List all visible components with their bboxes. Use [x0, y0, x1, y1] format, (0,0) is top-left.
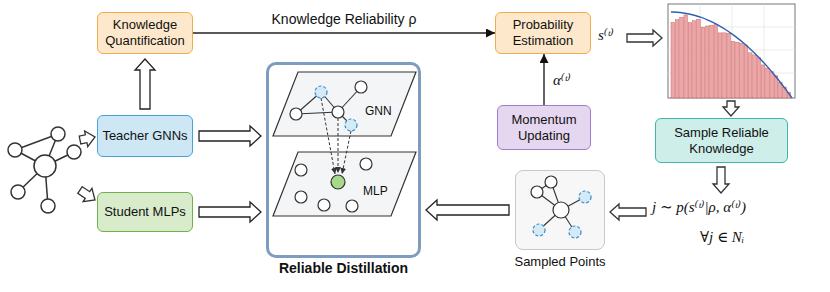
graph-node [345, 119, 357, 131]
fit-curve [671, 12, 792, 98]
hollow-arrow [199, 126, 261, 146]
hollow-arrow [723, 101, 739, 116]
histogram-bar [736, 42, 740, 98]
hollow-arrow [610, 204, 646, 220]
process-box: Knowledge Quantification [97, 12, 193, 54]
histogram-bar [680, 17, 684, 98]
box-label: Knowledge Quantification [102, 17, 188, 48]
histogram-bar [705, 26, 709, 98]
histogram-bar [744, 45, 748, 98]
histogram-chart [668, 4, 795, 98]
histogram-bar [675, 20, 679, 98]
histogram-bar [710, 25, 714, 98]
histogram-bar [761, 65, 765, 98]
mlp-node [360, 158, 372, 170]
graph-node [315, 86, 327, 98]
histogram-bar [701, 27, 705, 98]
mlp-node [318, 199, 330, 211]
histogram-bar [727, 33, 731, 98]
histogram-bar [714, 25, 718, 98]
histogram-bar [671, 22, 675, 98]
hollow-arrow [199, 202, 261, 222]
graph-node [8, 143, 22, 157]
model-box: Teacher GNNs [97, 115, 193, 157]
histogram-bar [684, 15, 688, 98]
model-box: Student MLPs [97, 192, 193, 232]
plane-label: MLP [363, 184, 388, 198]
plane-label: GNN [365, 104, 392, 118]
formula-text: ∀j ∈ Nᵢ [700, 228, 744, 246]
mlp-node [346, 200, 358, 212]
sampled-node [553, 202, 569, 218]
histogram-bar [753, 55, 757, 98]
hollow-arrow [627, 30, 662, 46]
distillation-panel: GNNMLPReliable Distillation [266, 62, 421, 258]
graph-node [332, 106, 344, 118]
box-label: Teacher GNNs [102, 128, 187, 144]
box-label: Probability Estimation [500, 17, 586, 48]
sampled-node [569, 226, 581, 238]
histogram-bar [748, 53, 752, 98]
histogram-bar [718, 33, 722, 98]
histogram-bar [731, 41, 735, 98]
hollow-arrow [713, 167, 729, 193]
hollow-arrow [135, 59, 155, 109]
graph-node [11, 185, 25, 199]
mlp-node [331, 175, 345, 189]
graph-node [41, 199, 55, 213]
arrow-connector [193, 32, 495, 33]
mlp-node [295, 164, 307, 176]
sampled-node [533, 224, 545, 236]
chart-grid [668, 4, 795, 98]
layer-plane [273, 72, 416, 136]
hollow-arrow [426, 200, 509, 220]
sampled-node [531, 186, 543, 198]
graph-node [355, 81, 367, 93]
mlp-node [295, 191, 307, 203]
box-label: Momentum Updating [502, 112, 586, 143]
histogram-bar [766, 68, 770, 98]
graph-node [34, 155, 56, 177]
hollow-arrow [78, 187, 95, 202]
box-label: Sample Reliable Knowledge [660, 125, 783, 156]
hollow-arrow [79, 131, 95, 147]
sampled-node [579, 191, 591, 203]
chart-frame [668, 4, 795, 98]
histogram-bar [723, 33, 727, 98]
arrow-connector [543, 54, 544, 105]
panel-illustration [515, 170, 605, 250]
box-label: Student MLPs [104, 204, 186, 220]
process-box: Momentum Updating [497, 105, 591, 150]
score-label: s⁽ᵗ⁾ [598, 26, 614, 44]
panel-caption: Sampled Points [514, 254, 605, 269]
edge-label: α⁽ᵗ⁾ [551, 71, 573, 89]
sample-panel: Sampled Points [515, 170, 605, 250]
process-box: Probability Estimation [495, 12, 591, 54]
histogram-bar [697, 19, 701, 98]
histogram-bar [740, 43, 744, 98]
panel-illustration [266, 62, 421, 258]
input-graph [8, 127, 81, 213]
sampled-node [545, 176, 557, 188]
graph-node [290, 108, 302, 120]
histogram-bar [688, 23, 692, 98]
distill-link [338, 118, 339, 173]
distill-link [342, 131, 351, 174]
histogram-bar [693, 21, 697, 98]
graph-node [67, 145, 81, 159]
edge-label: Knowledge Reliability ρ [270, 11, 419, 27]
histogram-bar [757, 58, 761, 98]
panel-caption: Reliable Distillation [279, 260, 408, 276]
graph-node [51, 127, 65, 141]
histogram-bar [770, 72, 774, 98]
process-box: Sample Reliable Knowledge [655, 118, 788, 163]
formula-text: j ∼ p(s⁽ᵗ⁾|ρ, α⁽ᵗ⁾) [652, 198, 746, 216]
